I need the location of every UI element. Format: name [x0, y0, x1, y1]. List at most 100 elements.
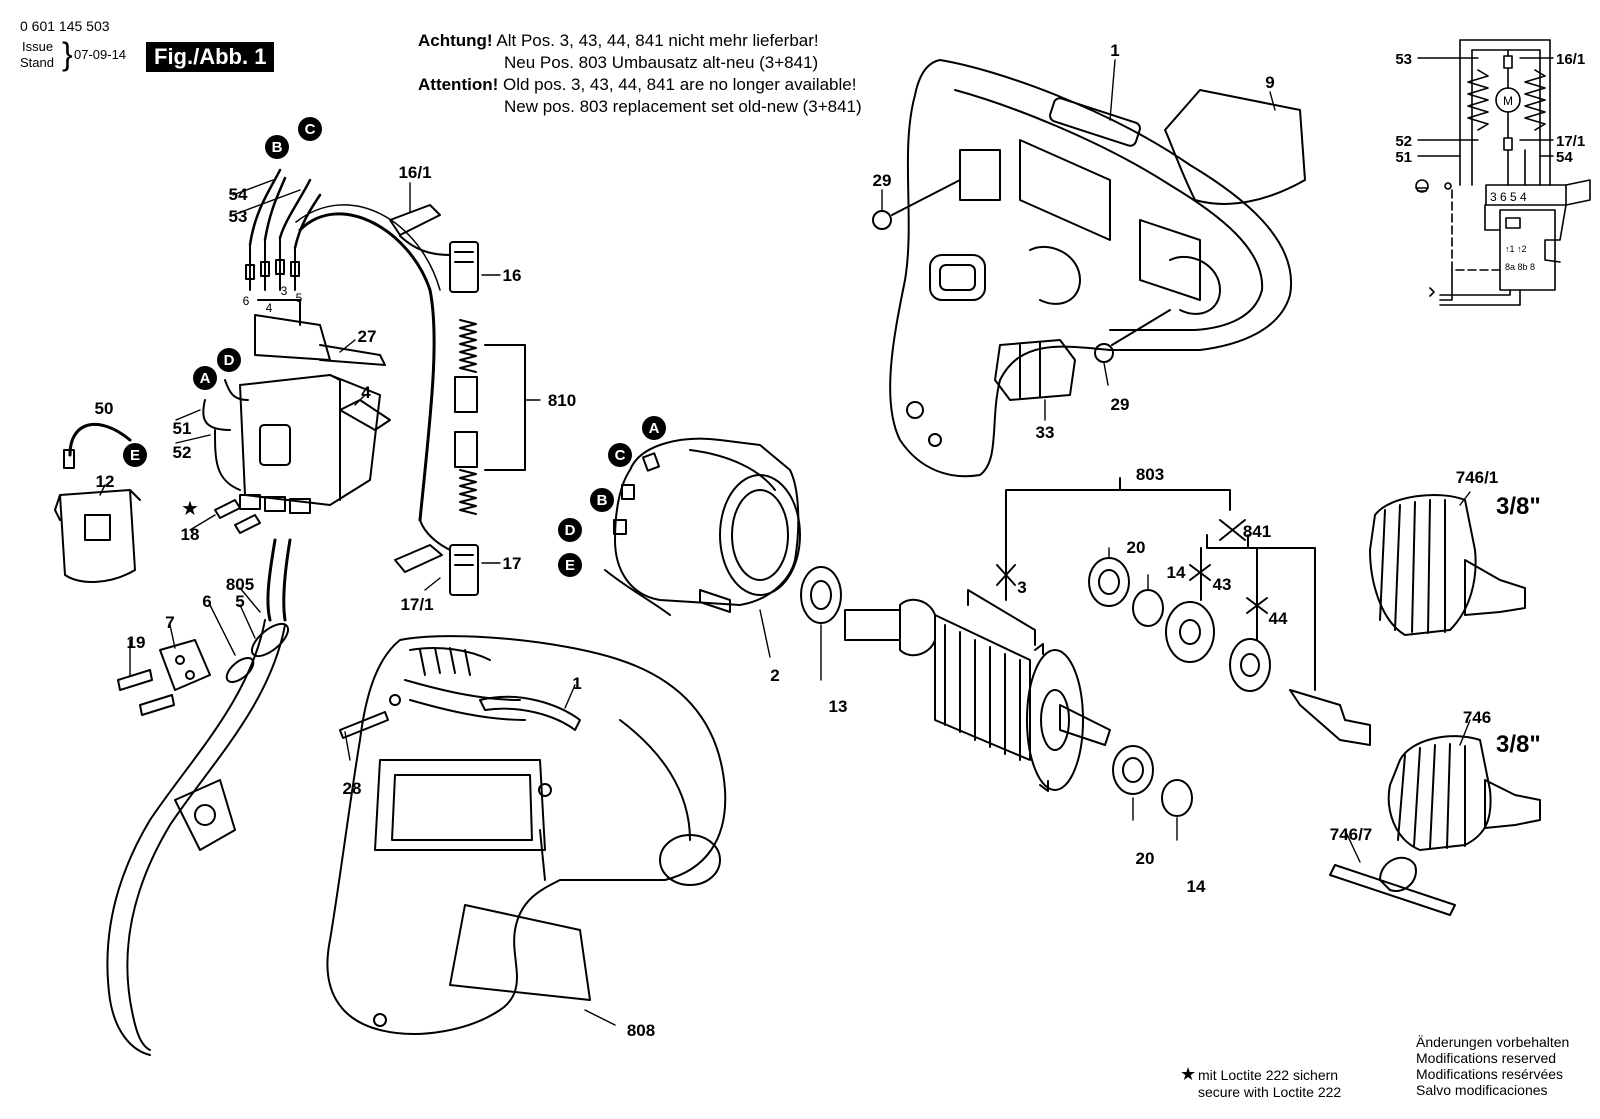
brace: } — [62, 36, 73, 72]
bearing-20a — [1088, 557, 1130, 607]
lead-terminal — [63, 449, 75, 469]
needle-sleeve-14b — [1161, 779, 1193, 817]
badges — [123, 117, 666, 577]
label-14-bottom: 14 — [1187, 877, 1206, 896]
wiring-label-51: 51 — [1395, 149, 1412, 166]
label-50: 50 — [95, 399, 114, 418]
label-14-top: 14 — [1167, 563, 1186, 582]
wire-label-4: 4 — [266, 301, 273, 315]
label-841: 841 — [1243, 522, 1271, 541]
stand-label: Stand — [20, 55, 54, 70]
label-746-1: 746/1 — [1456, 468, 1499, 487]
badge-a-text: A — [200, 370, 211, 387]
modifications-de: Änderungen vorbehalten — [1416, 1034, 1570, 1050]
spindle-841 — [1289, 689, 1371, 746]
label-9: 9 — [1265, 73, 1274, 92]
bearing-20b — [1112, 745, 1154, 795]
label-29-bottom: 29 — [1111, 395, 1130, 414]
screw-28 — [339, 711, 389, 739]
label-808 — [449, 904, 591, 1001]
gear-43 — [1165, 601, 1215, 663]
label-6: 6 — [202, 592, 211, 611]
stator-badge-d — [558, 518, 582, 542]
screw-19b — [139, 694, 175, 716]
label-2: 2 — [770, 666, 779, 685]
loctite-de: mit Loctite 222 sichern — [1198, 1067, 1339, 1083]
screw-18a — [214, 499, 241, 519]
wiring-switch-pins: 8a 8b 8 — [1505, 262, 1535, 272]
label-52: 52 — [173, 443, 192, 462]
chuck-size-2: 3/8" — [1496, 731, 1541, 758]
label-17-1: 17/1 — [400, 595, 433, 614]
issue-label: Issue — [22, 39, 54, 54]
needle-sleeve-14a — [1132, 589, 1164, 627]
label-808: 808 — [627, 1021, 655, 1040]
chuck-key — [1329, 864, 1456, 916]
lead-50 — [68, 423, 132, 457]
badge-a — [193, 366, 217, 390]
screw-19a — [117, 669, 153, 691]
cable-to-brush — [298, 212, 436, 522]
leader-lines — [99, 57, 1554, 1026]
label-53: 53 — [229, 207, 248, 226]
label-16-1: 16/1 — [398, 163, 431, 182]
wiring-label-52: 52 — [1395, 133, 1412, 150]
label-4: 4 — [361, 383, 371, 402]
label-1-body: 1 — [572, 674, 581, 693]
housing-half — [889, 59, 1293, 478]
label-17: 17 — [503, 554, 522, 573]
clamp-7 — [159, 639, 211, 691]
notice-de-line1: Alt Pos. 3, 43, 44, 841 nicht mehr liefe… — [492, 31, 819, 50]
o-ring-29b — [1094, 343, 1114, 363]
label-7: 7 — [165, 613, 174, 632]
label-18: 18 — [181, 525, 200, 544]
bracket-3 — [967, 589, 1036, 646]
o-ring-29a — [872, 210, 892, 230]
part-number: 0 601 145 503 — [20, 18, 110, 34]
notice-en-lead: Attention! — [418, 75, 499, 94]
label-19: 19 — [127, 633, 146, 652]
label-27: 27 — [358, 327, 377, 346]
bracket-841 — [1206, 534, 1316, 691]
bearing-13 — [800, 566, 842, 624]
wiring-terminals: 3 6 5 4 — [1490, 190, 1527, 204]
label-803: 803 — [1136, 465, 1164, 484]
loctite-en: secure with Loctite 222 — [1198, 1084, 1342, 1100]
label-20-top: 20 — [1127, 538, 1146, 557]
wiring-label-16-1: 16/1 — [1556, 51, 1585, 68]
label-28: 28 — [343, 779, 362, 798]
modifications-es: Salvo modificaciones — [1416, 1082, 1548, 1098]
notice-en-line2: New pos. 803 replacement set old-new (3+… — [504, 97, 862, 116]
stator-badge-c — [608, 443, 632, 467]
badge-b-text: B — [272, 139, 283, 156]
stator-badge-e-text: E — [565, 557, 575, 574]
part-33 — [994, 339, 1076, 401]
wiring-label-17-1: 17/1 — [1556, 133, 1585, 150]
label-3: 3 — [1017, 578, 1026, 597]
wire-label-3: 3 — [281, 284, 288, 298]
cable-805 — [266, 538, 292, 622]
wire-label-5: 5 — [296, 291, 303, 305]
notice-de: Achtung! Alt Pos. 3, 43, 44, 841 nicht m… — [418, 30, 862, 118]
label-746-7: 746/7 — [1330, 825, 1373, 844]
wiring-schematic — [1415, 39, 1591, 306]
bracket-12 — [54, 489, 141, 583]
label-29-top: 29 — [873, 171, 892, 190]
badge-d-text: D — [224, 352, 235, 369]
label-51: 51 — [173, 419, 192, 438]
power-cord — [106, 619, 266, 1056]
badge-c — [298, 117, 322, 141]
notice-en-line1: Old pos. 3, 43, 44, 841 are no longer av… — [498, 75, 857, 94]
bearing-44 — [1229, 638, 1271, 692]
brush-parts — [389, 204, 526, 596]
stator-badge-b — [590, 488, 614, 512]
label-16: 16 — [503, 266, 522, 285]
wiring-switch-marks: ↑1 ↑2 — [1505, 244, 1527, 254]
armature — [844, 598, 1111, 792]
notice-de-line2: Neu Pos. 803 Umbausatz alt-neu (3+841) — [504, 53, 819, 72]
label-810: 810 — [548, 391, 576, 410]
stator-badge-e — [558, 553, 582, 577]
nameplate-9 — [1164, 89, 1306, 205]
stator-badge-d-text: D — [565, 522, 576, 539]
stator-badge-c-text: C — [615, 447, 626, 464]
